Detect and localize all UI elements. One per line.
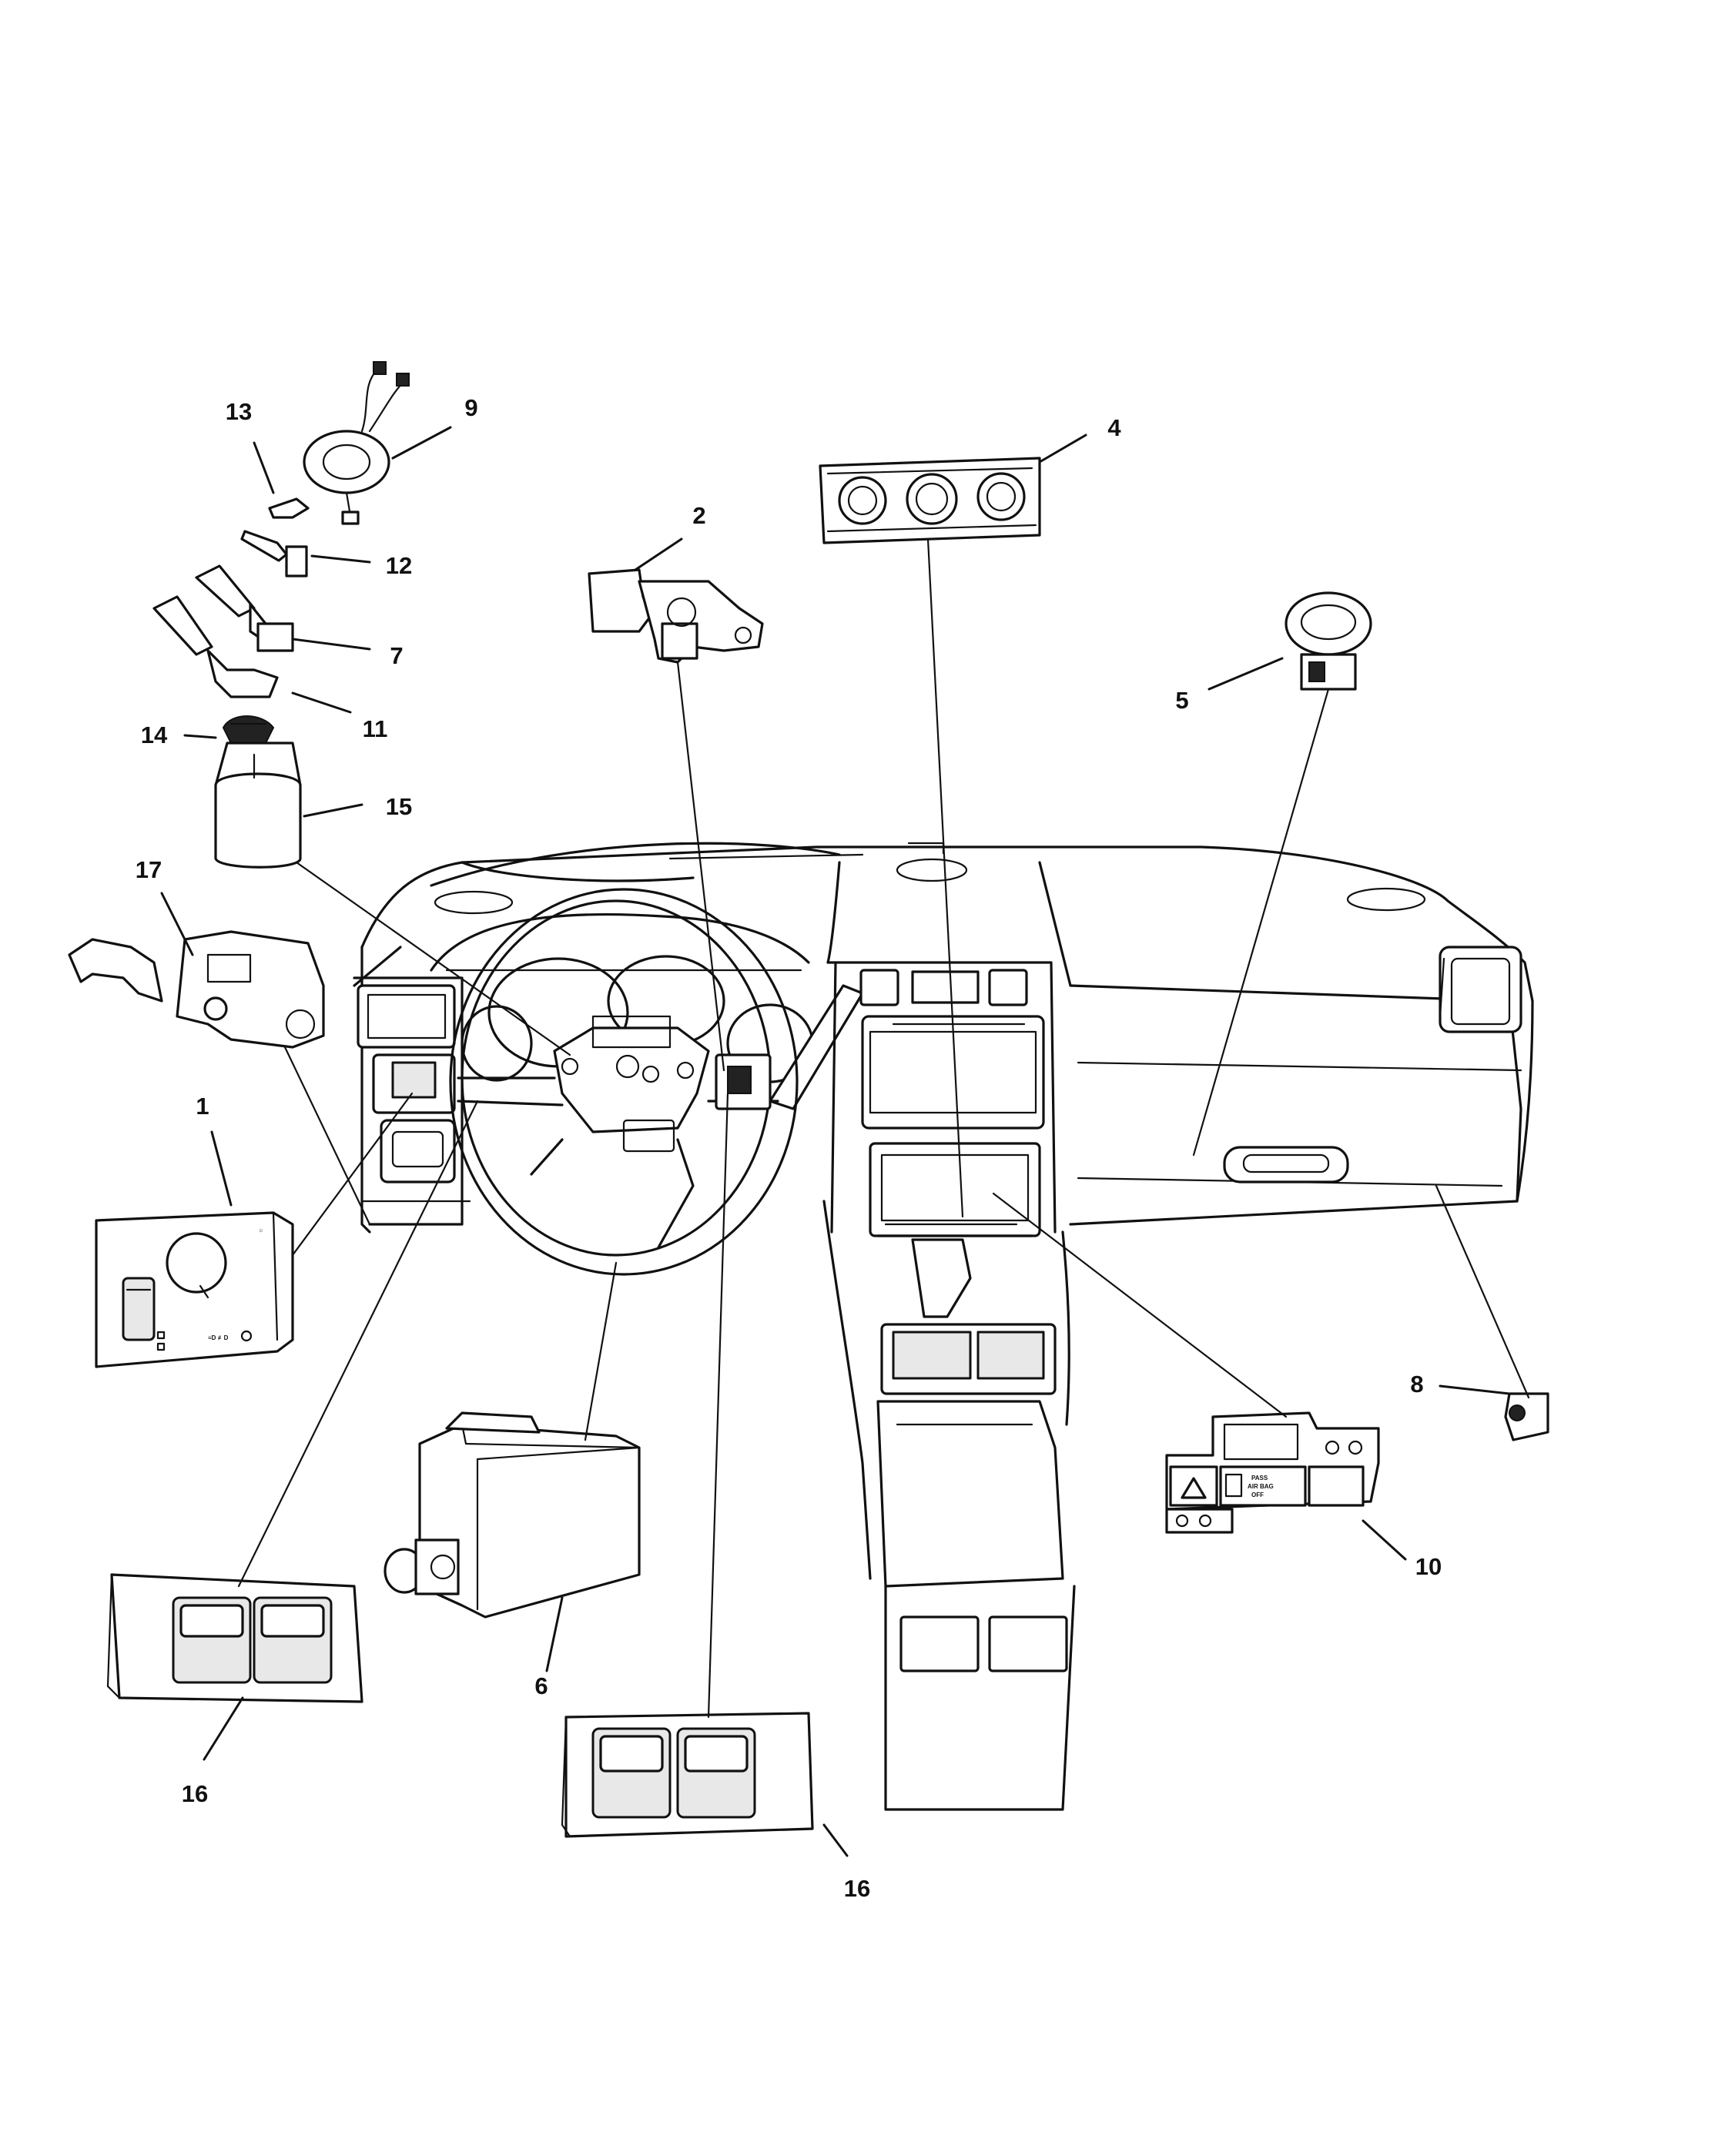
control-module-part xyxy=(384,1411,641,1619)
headlamp-icon: ☼ xyxy=(258,1227,263,1234)
callout-10: 10 xyxy=(1415,1553,1442,1580)
callout-12: 12 xyxy=(386,552,412,579)
switch-bezel-bottom-part xyxy=(561,1712,814,1838)
callout-13: 13 xyxy=(226,398,252,425)
callout-1: 1 xyxy=(196,1093,209,1120)
switch-panel-line1: PASS xyxy=(1251,1475,1268,1481)
callout-11: 11 xyxy=(363,715,388,742)
instrument-panel xyxy=(353,842,1534,1811)
callout-5: 5 xyxy=(1175,687,1188,714)
hvac-control-part xyxy=(819,457,1041,544)
fog-lamp-icon: ≡D ≢D xyxy=(208,1334,229,1341)
switch-panel-line3: OFF xyxy=(1251,1491,1264,1498)
callout-15: 15 xyxy=(386,793,412,820)
wiper-stalk-part xyxy=(195,564,294,652)
clockspring-harness-part xyxy=(303,361,410,525)
headlamp-switch-part: ☼ ≡D ≢D xyxy=(95,1211,294,1368)
callout-8: 8 xyxy=(1410,1371,1423,1398)
column-shroud-part xyxy=(214,742,302,869)
callout-14: 14 xyxy=(141,721,168,748)
switch-panel-line2: AIR BAG xyxy=(1248,1483,1274,1490)
callout-6: 6 xyxy=(534,1672,548,1699)
callout-16-left: 16 xyxy=(182,1780,208,1807)
clip-part xyxy=(268,497,310,519)
airbag-off-icon xyxy=(1224,1473,1243,1498)
callout-9: 9 xyxy=(464,394,477,421)
ignition-module-part xyxy=(68,930,325,1049)
hazard-airbag-panel-part: PASS AIR BAG OFF xyxy=(1165,1411,1380,1534)
callout-labels: 1 2 4 5 6 7 8 9 10 11 12 13 14 15 16 16 … xyxy=(136,394,1442,1902)
push-button-switch-part xyxy=(1285,591,1372,691)
callout-17: 17 xyxy=(136,856,162,883)
callout-7: 7 xyxy=(390,642,403,669)
cam-part xyxy=(222,715,275,744)
switch-bezel-left-part xyxy=(106,1573,363,1703)
hazard-icon xyxy=(1181,1477,1207,1499)
small-switch-part xyxy=(240,530,308,578)
trunk-switch-part xyxy=(1504,1392,1549,1441)
callout-2: 2 xyxy=(692,502,705,529)
leader-lines xyxy=(160,426,1530,1857)
turn-signal-stalk-part xyxy=(152,595,279,698)
callout-4: 4 xyxy=(1107,414,1121,441)
callout-16-bottom: 16 xyxy=(844,1875,870,1902)
ignition-sensor-part xyxy=(588,568,764,664)
